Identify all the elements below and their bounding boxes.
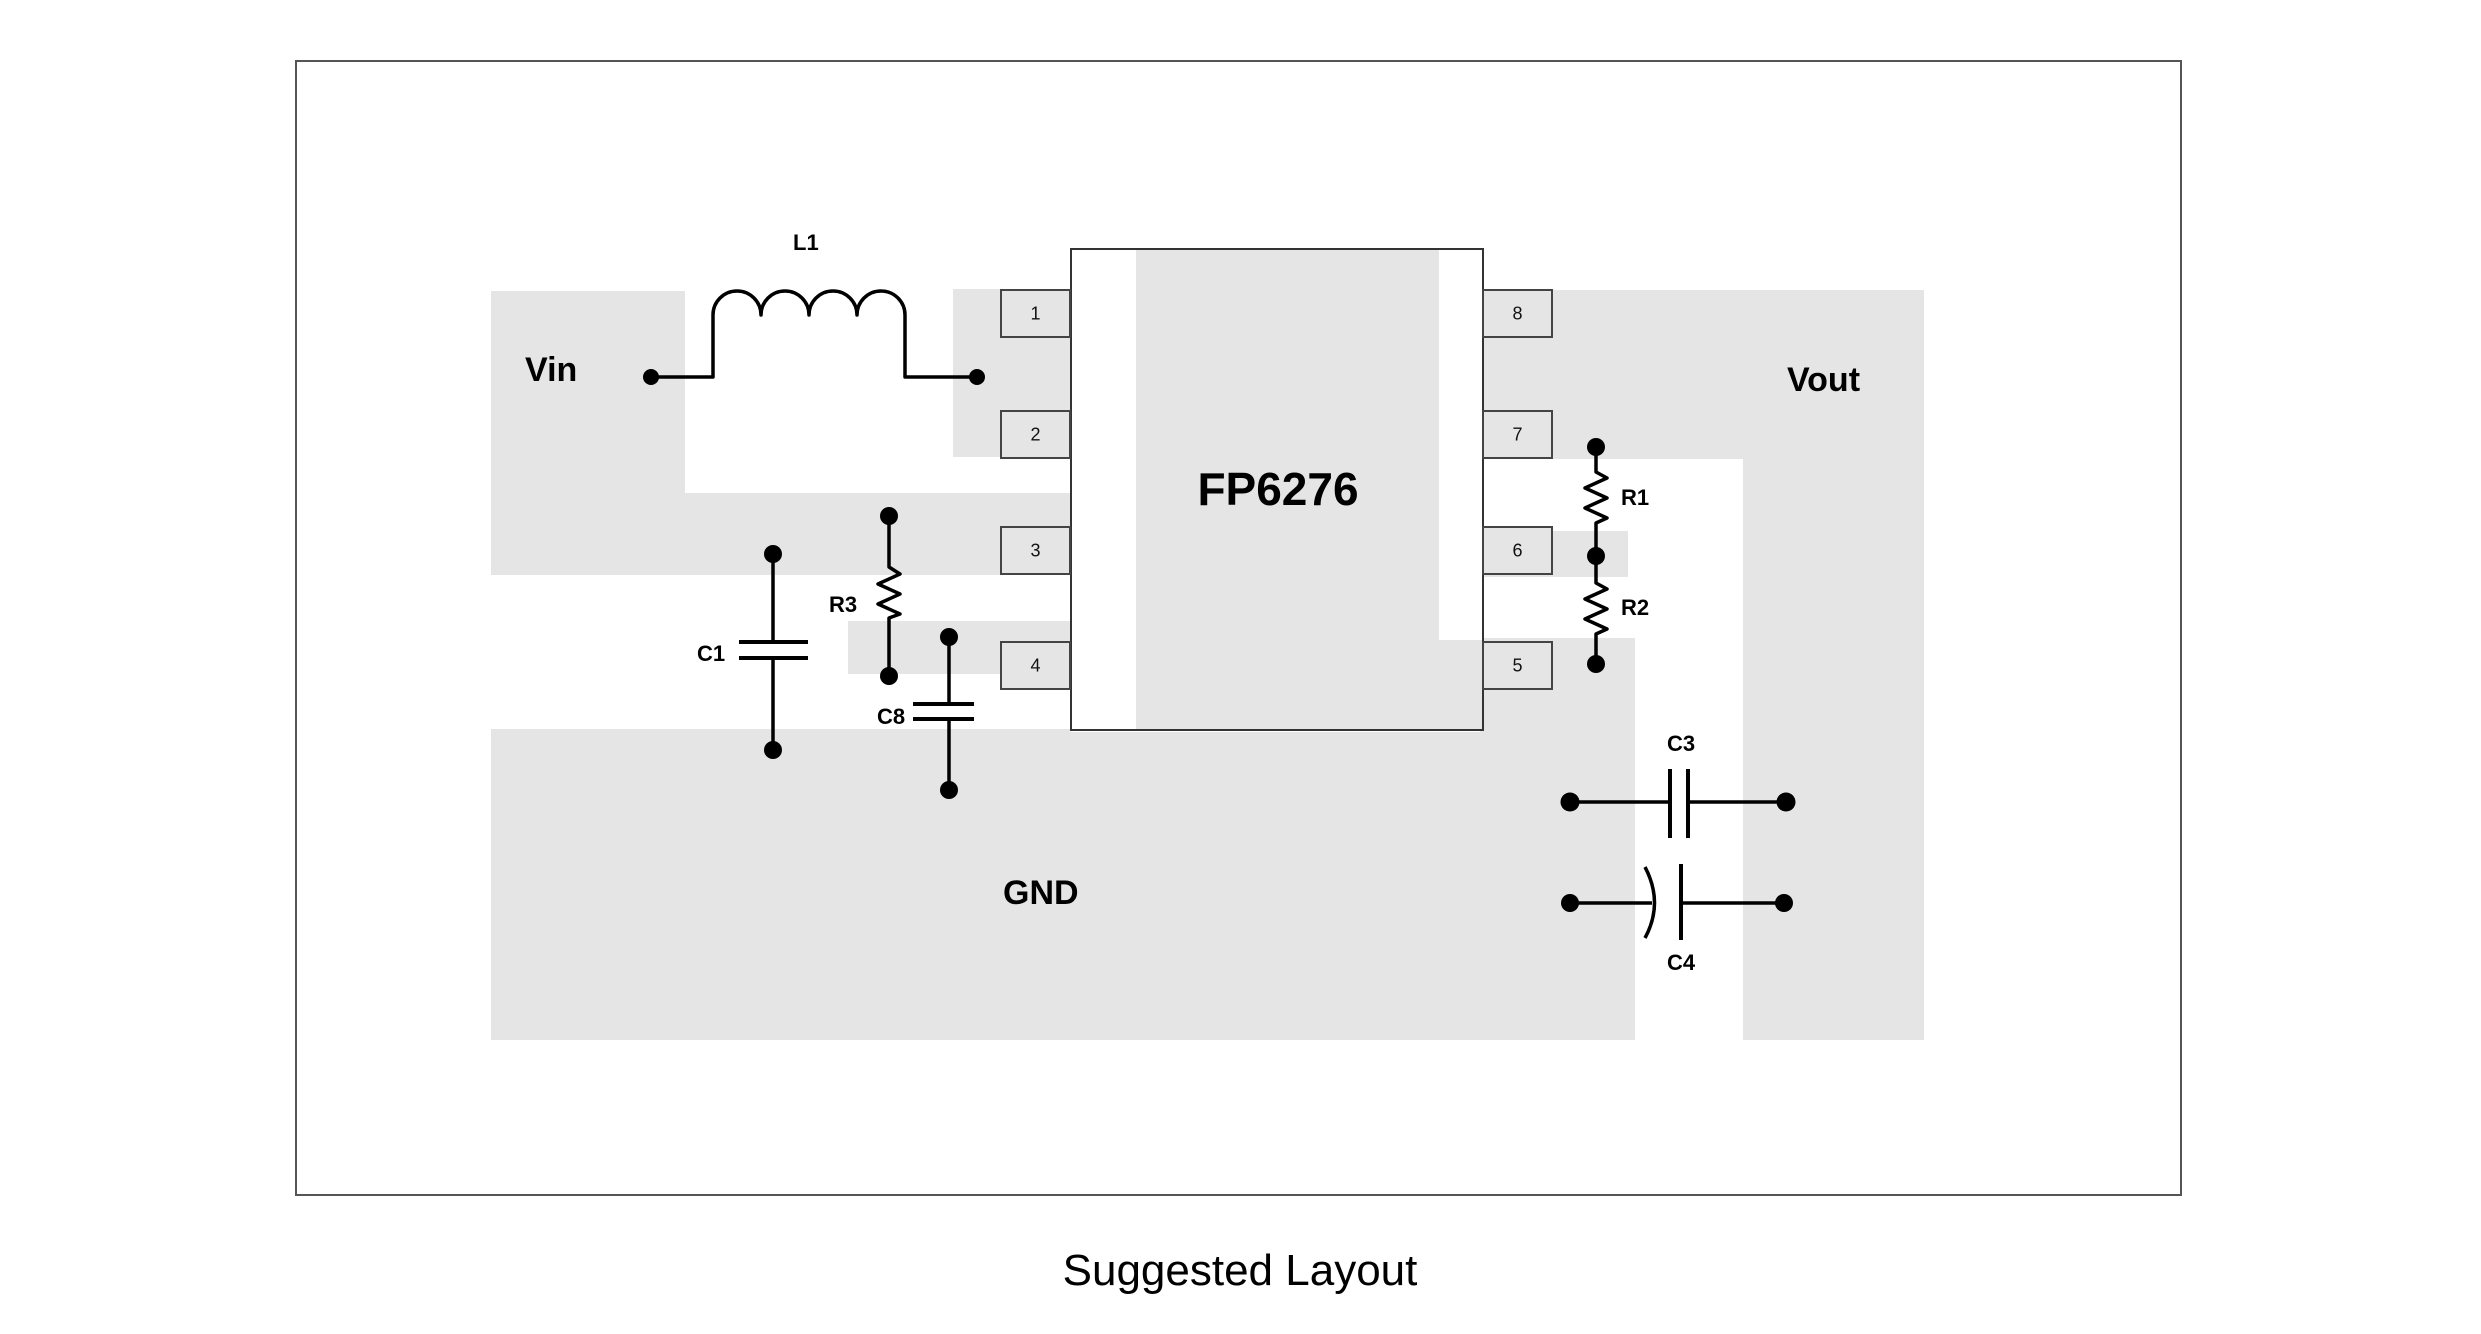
inductor-l1: L1 bbox=[643, 230, 985, 385]
label-r2: R2 bbox=[1621, 595, 1649, 620]
c4-curved-plate bbox=[1643, 866, 1657, 939]
vout-copper bbox=[1480, 290, 1924, 1040]
ic-pins: 1 2 3 4 5 6 7 8 bbox=[1000, 289, 1553, 690]
ic-package: FP6276 bbox=[1070, 248, 1484, 731]
ic-pin-1 bbox=[1000, 289, 1071, 338]
r3-terminal bbox=[880, 507, 898, 525]
label-l1: L1 bbox=[793, 230, 819, 255]
figure-caption: Suggested Layout bbox=[1063, 1246, 1418, 1295]
ic-pin-8 bbox=[1482, 289, 1553, 338]
capacitor-c4: C4 bbox=[1561, 864, 1793, 975]
resistor-r3: R3 bbox=[829, 507, 902, 685]
r3-body bbox=[876, 516, 902, 676]
ic-pin-4 bbox=[1000, 641, 1071, 690]
ic-pin-label: 6 bbox=[1512, 540, 1522, 560]
c3-terminal bbox=[1560, 792, 1580, 812]
capacitor-c8: C8 bbox=[877, 628, 974, 799]
gnd-copper bbox=[491, 638, 1635, 1040]
inductor-terminal bbox=[643, 369, 659, 385]
inductor-coil bbox=[651, 289, 977, 379]
ic-pin-label: 7 bbox=[1512, 424, 1522, 444]
r1-body bbox=[1583, 447, 1609, 556]
net-label-gnd: GND bbox=[1003, 874, 1079, 912]
r3-terminal bbox=[880, 667, 898, 685]
ic-pin-label: 8 bbox=[1512, 303, 1522, 323]
label-r3: R3 bbox=[829, 592, 857, 617]
ic-pin-2 bbox=[1000, 410, 1071, 459]
ic-pin-7 bbox=[1482, 410, 1553, 459]
capacitor-c3: C3 bbox=[1560, 731, 1796, 838]
ic-pin-label: 2 bbox=[1030, 424, 1040, 444]
ic-pin-3 bbox=[1000, 526, 1071, 575]
label-r1: R1 bbox=[1621, 485, 1649, 510]
resistor-r2: R2 bbox=[1583, 556, 1649, 673]
ic-pin-label: 4 bbox=[1030, 655, 1040, 675]
r2-terminal bbox=[1587, 655, 1605, 673]
ic-part-number: FP6276 bbox=[1197, 463, 1358, 515]
resistor-r1: R1 bbox=[1583, 438, 1649, 565]
c8-terminal bbox=[940, 628, 958, 646]
ic-exposed-tab bbox=[1439, 640, 1482, 729]
label-c3: C3 bbox=[1667, 731, 1695, 756]
net-label-vout: Vout bbox=[1787, 361, 1860, 399]
ic-pin-label: 5 bbox=[1512, 655, 1522, 675]
ic-pin-5 bbox=[1482, 641, 1553, 690]
capacitor-c1: C1 bbox=[697, 545, 808, 759]
c4-terminal bbox=[1561, 894, 1579, 912]
ic-pin-label: 1 bbox=[1030, 303, 1040, 323]
r2-body bbox=[1583, 556, 1609, 664]
label-c1: C1 bbox=[697, 641, 725, 666]
c8-terminal bbox=[940, 781, 958, 799]
c1-terminal bbox=[764, 545, 782, 563]
ic-thermal-pad bbox=[1136, 250, 1439, 729]
label-c8: C8 bbox=[877, 704, 905, 729]
net-label-vin: Vin bbox=[525, 351, 577, 389]
vin-copper bbox=[491, 291, 1070, 575]
r1-terminal bbox=[1587, 438, 1605, 456]
c3-terminal bbox=[1776, 792, 1796, 812]
label-c4: C4 bbox=[1667, 950, 1696, 975]
ic-pin-6 bbox=[1482, 526, 1553, 575]
ic-pin-label: 3 bbox=[1030, 540, 1040, 560]
c1-terminal bbox=[764, 741, 782, 759]
c4-terminal bbox=[1775, 894, 1793, 912]
inductor-terminal bbox=[969, 369, 985, 385]
